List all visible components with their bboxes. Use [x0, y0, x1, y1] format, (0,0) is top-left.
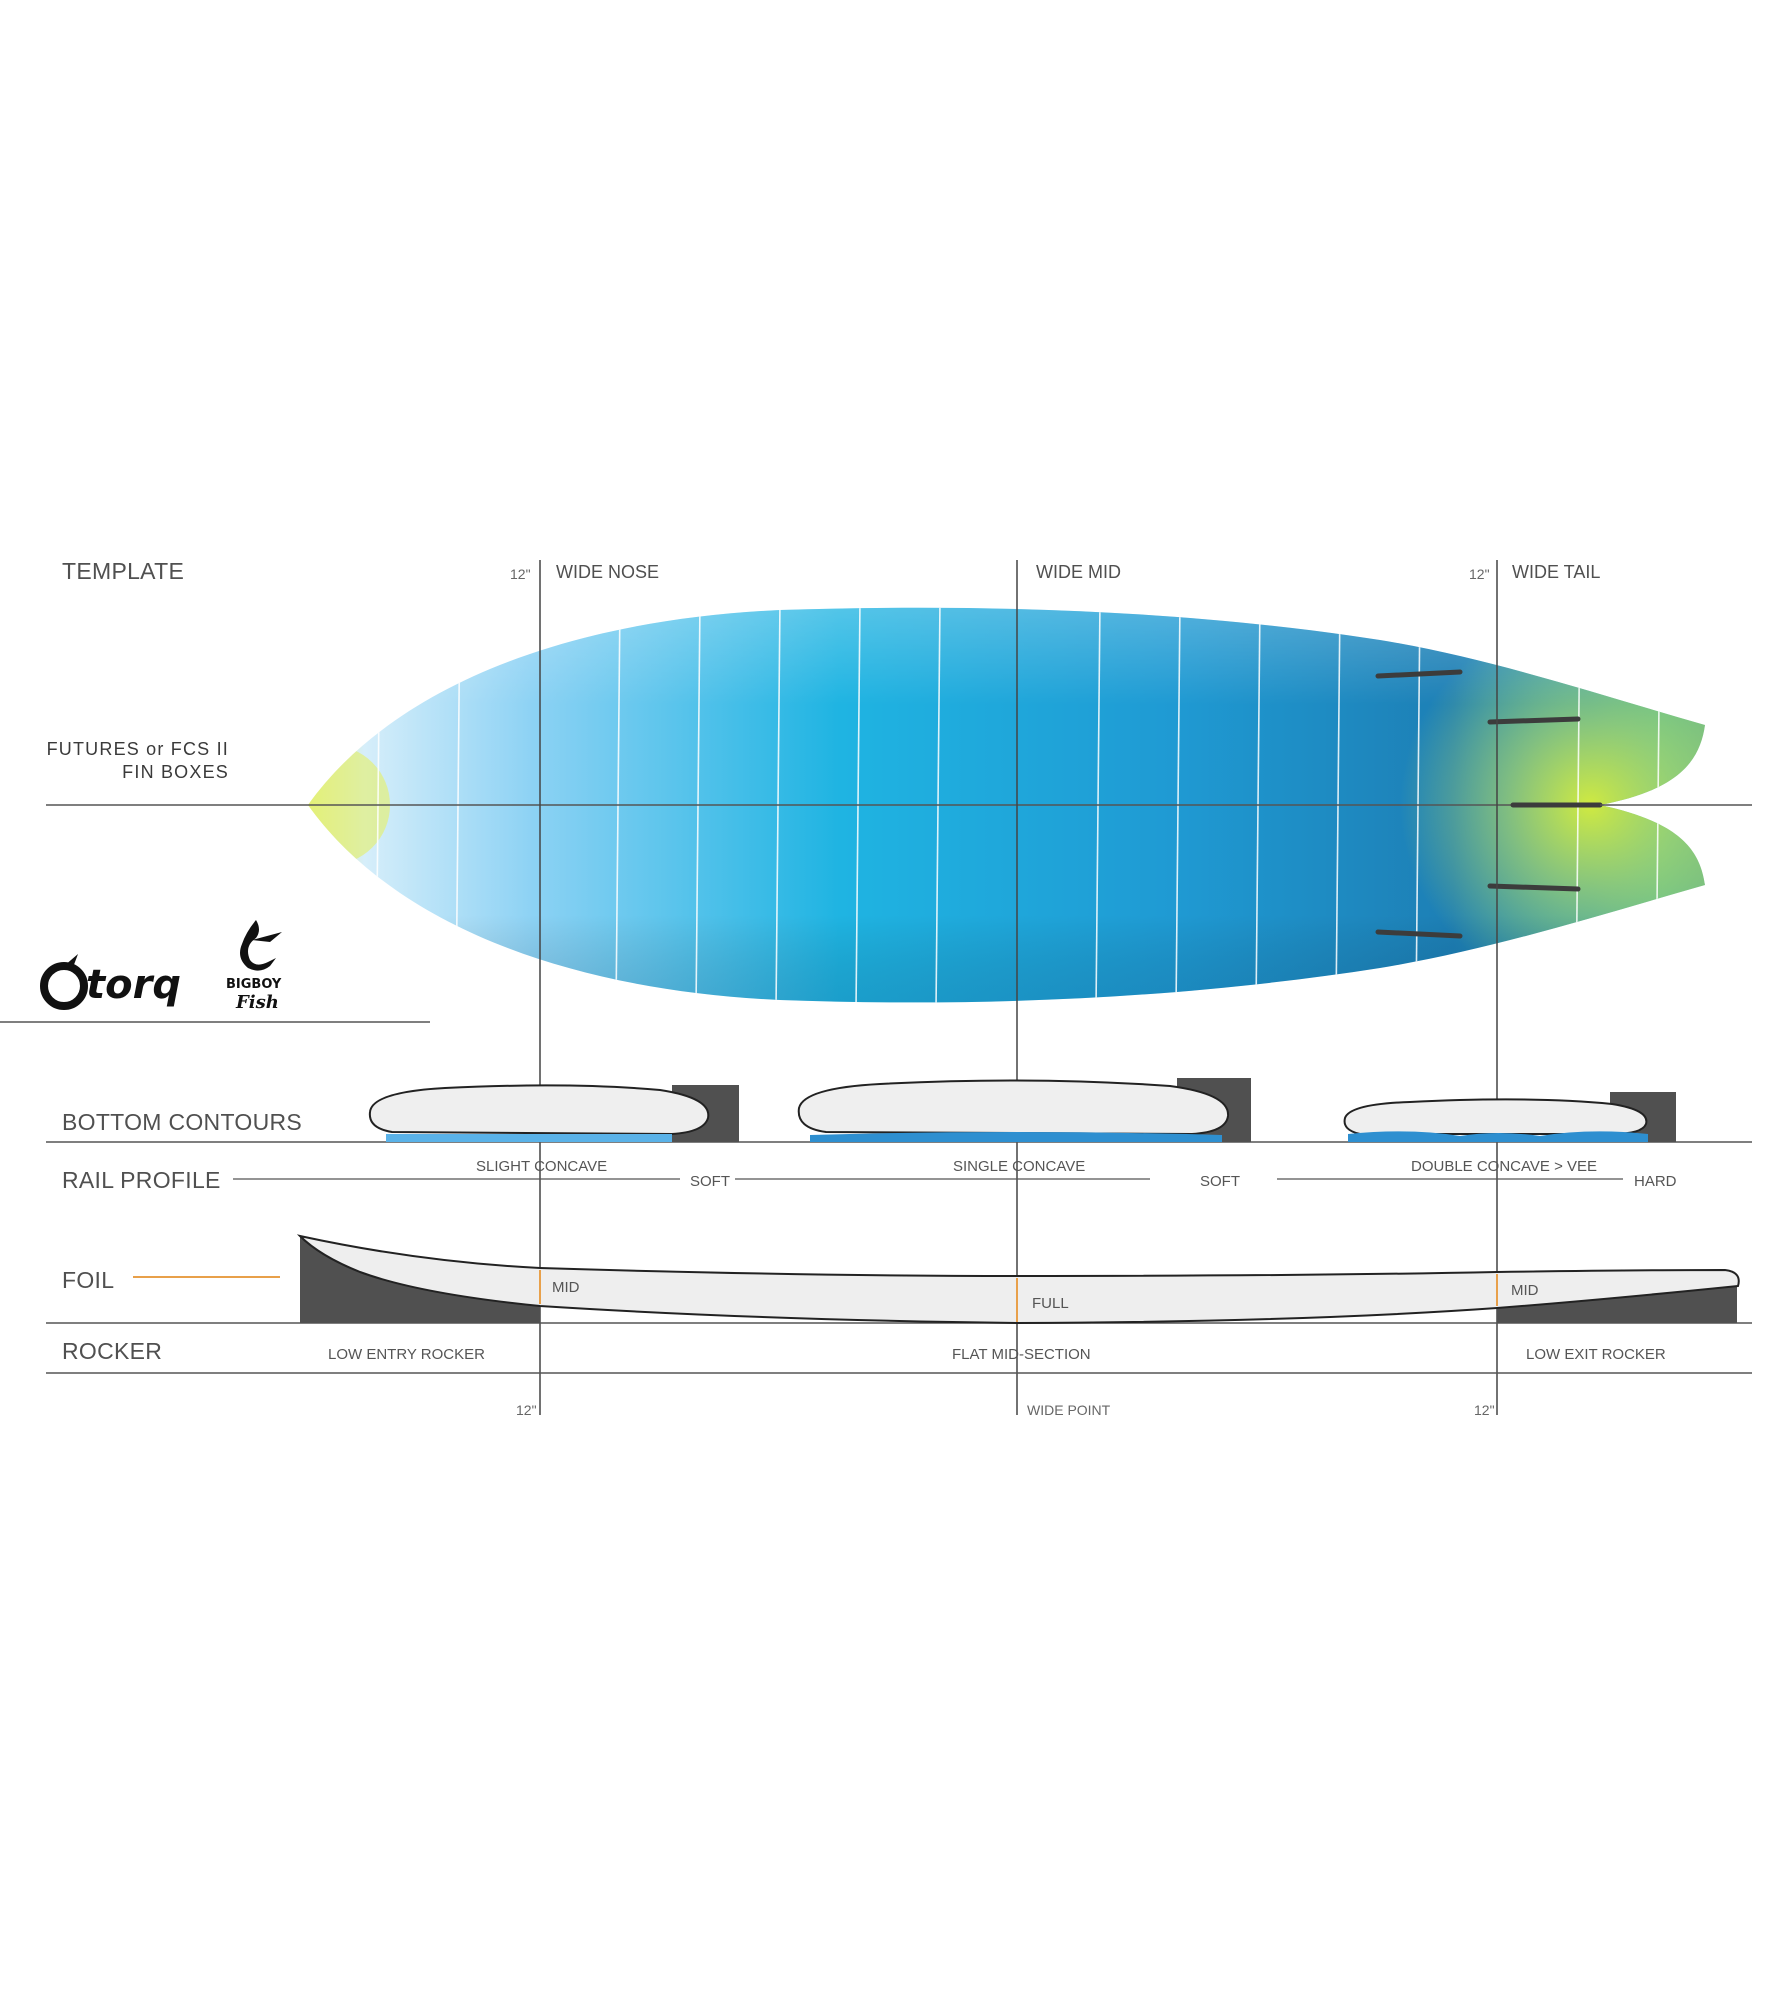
contour-mid-shape [797, 1079, 1230, 1136]
section-rail-profile: RAIL PROFILE [62, 1167, 221, 1193]
wide-nose-label: WIDE NOSE [556, 562, 660, 582]
rocker-label-mid: FLAT MID-SECTION [952, 1346, 1091, 1363]
fin-boxes-line2: FIN BOXES [122, 762, 229, 782]
foil-label-tail: MID [1511, 1282, 1539, 1299]
contour-label-tail: DOUBLE CONCAVE > VEE [1411, 1158, 1598, 1175]
contour-mid [797, 1078, 1251, 1142]
contour-nose-shape [368, 1084, 710, 1136]
contour-tail-shape [1343, 1098, 1648, 1135]
contour-label-mid: SINGLE CONCAVE [953, 1158, 1086, 1175]
wide-tail-label: WIDE TAIL [1512, 562, 1601, 582]
rail-label-tail: HARD [1634, 1173, 1677, 1190]
torq-wordmark: torq [86, 962, 181, 1008]
board-details [308, 607, 1705, 1003]
wide-point-label: WIDE POINT [1027, 1402, 1111, 1418]
fin-box [1375, 669, 1463, 679]
foil-label-mid: FULL [1032, 1295, 1069, 1312]
foil-outline [296, 1234, 1740, 1325]
fin-box [1487, 716, 1581, 725]
surfboard-template [305, 607, 1705, 1003]
nose-measure: 12" [510, 566, 531, 582]
exit-rocker-fill [1497, 1286, 1737, 1323]
bottom-tail-measure: 12" [1474, 1402, 1495, 1418]
section-rocker: ROCKER [62, 1338, 163, 1364]
contour-tail-concave [1348, 1131, 1648, 1142]
bottom-nose-measure: 12" [516, 1402, 537, 1418]
wide-mid-label: WIDE MID [1036, 562, 1121, 582]
contour-nose-concave [386, 1134, 672, 1142]
fish-text: Fish [235, 992, 279, 1013]
fin-box [1375, 929, 1463, 939]
torq-logo: torq [40, 954, 181, 1010]
board-shade [308, 607, 1705, 1003]
bigboy-text: BIGBOY [226, 977, 282, 992]
contour-mid-concave [810, 1132, 1222, 1142]
rocker-label-entry: LOW ENTRY ROCKER [328, 1346, 485, 1363]
foil-label-nose: MID [552, 1279, 580, 1296]
section-template: TEMPLATE [62, 558, 185, 584]
section-foil: FOIL [62, 1267, 115, 1293]
foil-profile [296, 1234, 1740, 1325]
tail-measure: 12" [1469, 566, 1490, 582]
contour-nose [368, 1084, 739, 1142]
contour-tail [1343, 1092, 1676, 1142]
rail-label-mid: SOFT [1200, 1173, 1240, 1190]
rail-label-nose: SOFT [690, 1173, 730, 1190]
entry-rocker-fill [300, 1236, 540, 1323]
fin-box [1487, 883, 1581, 892]
section-bottom-contours: BOTTOM CONTOURS [62, 1109, 303, 1135]
contour-label-nose: SLIGHT CONCAVE [476, 1158, 608, 1175]
rocker-label-exit: LOW EXIT ROCKER [1526, 1346, 1666, 1363]
fin-boxes-line1: FUTURES or FCS II [46, 739, 229, 759]
bigboy-fish-logo: BIGBOY Fish [226, 920, 282, 1013]
